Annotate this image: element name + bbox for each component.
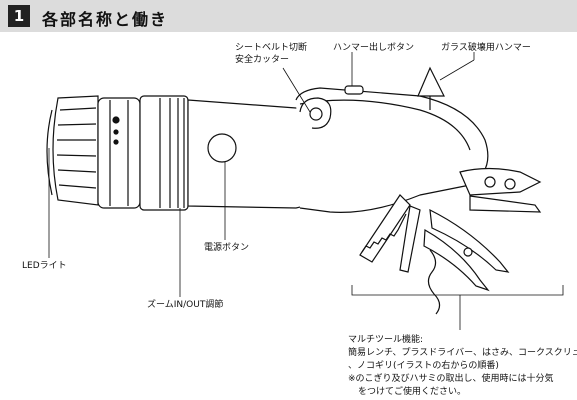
glass-hammer-label: ガラス破壊用ハンマー	[441, 43, 531, 53]
zoom-adjust-label: ズームIN/OUT調節	[147, 300, 224, 310]
hammer-button-shape	[344, 85, 364, 95]
power-button-label: 電源ボタン	[204, 243, 250, 253]
hammer-button-label: ハンマー出しボタン	[333, 43, 415, 53]
multitool-notes-line3: ※のこぎり及びハサミの取出し、使用時には十分気	[348, 374, 554, 384]
led-head	[52, 95, 99, 206]
seatbelt-cutter-label-line2: 安全カッター	[235, 55, 290, 65]
section-header: 1 各部名称と働き	[0, 0, 577, 32]
seatbelt-cutter-label-line1: シートベルト切断	[235, 43, 308, 53]
power-button-shape	[207, 133, 237, 163]
multitool-notes: マルチツール機能: 簡易レンチ、プラスドライバー、はさみ、コークスクリュー 、ノ…	[348, 334, 577, 399]
multitool-notes-line4: をつけてご使用ください。	[358, 387, 467, 397]
zoom-collar	[97, 97, 141, 209]
section-number-badge: 1	[8, 5, 30, 27]
wrench-shape	[459, 167, 542, 196]
seatbelt-cutter-label: シートベルト切断 安全カッター	[235, 42, 307, 66]
glass-hammer-shape	[417, 66, 445, 97]
multitool-notes-title: マルチツール機能:	[348, 335, 424, 345]
multitool-notes-line2: 、ノコギリ(イラストの右からの順番)	[348, 361, 499, 371]
multitool-notes-line1: 簡易レンチ、プラスドライバー、はさみ、コークスクリュー	[348, 348, 577, 358]
led-light-label: LEDライト	[22, 261, 67, 271]
section-title: 各部名称と働き	[42, 10, 169, 29]
